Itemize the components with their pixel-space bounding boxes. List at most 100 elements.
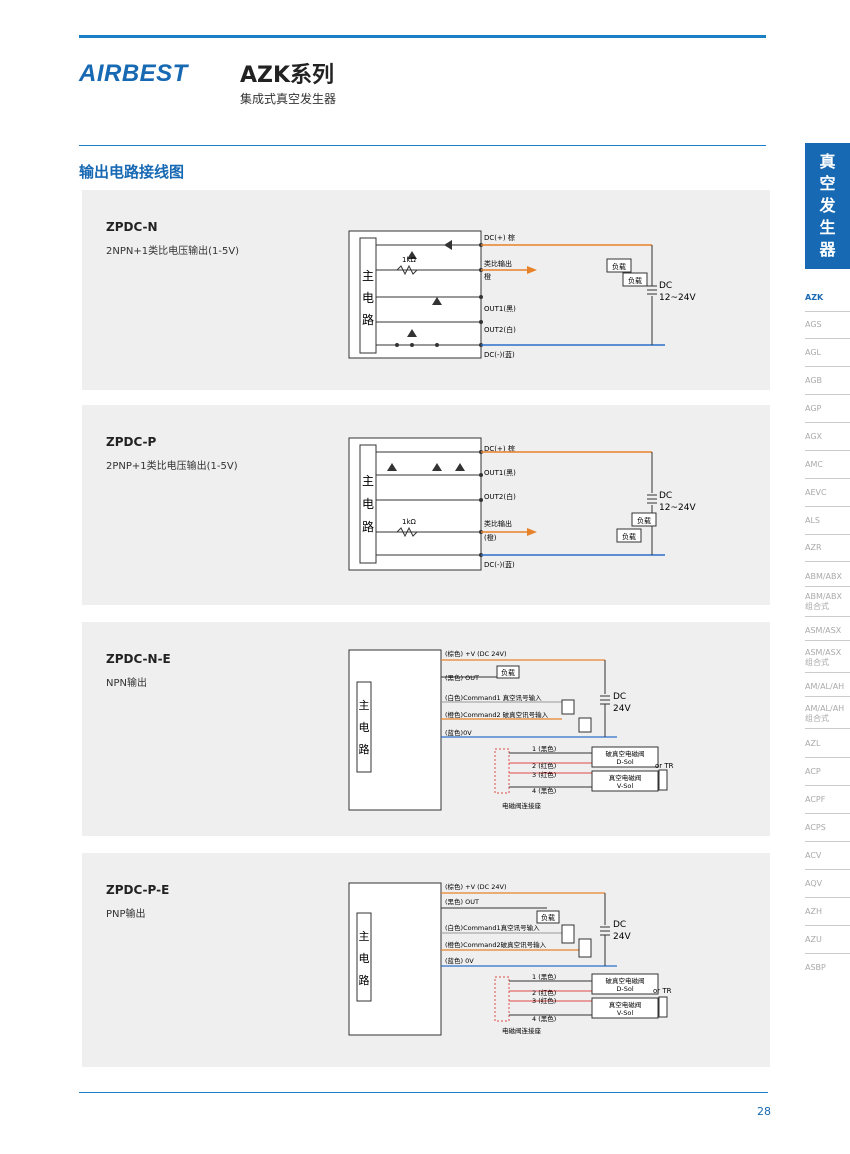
svg-text:主: 主 xyxy=(359,699,370,712)
svg-text:3 (红色): 3 (红色) xyxy=(532,996,556,1005)
sidebar-item-agb[interactable]: AGB xyxy=(805,376,850,395)
svg-text:类比输出: 类比输出 xyxy=(484,259,512,268)
svg-text:负载: 负载 xyxy=(628,276,642,285)
svg-text:D-Sol: D-Sol xyxy=(616,985,633,993)
svg-text:真空电磁阀: 真空电磁阀 xyxy=(609,1000,642,1009)
sidebar-item-acpf[interactable]: ACPF xyxy=(805,795,850,814)
sidebar-item-acps[interactable]: ACPS xyxy=(805,823,850,842)
svg-text:主: 主 xyxy=(362,474,374,488)
tab-char: 发 xyxy=(819,196,836,215)
svg-text:真空电磁阀: 真空电磁阀 xyxy=(609,773,642,782)
sidebar-item-acv[interactable]: ACV xyxy=(805,851,850,870)
svg-text:电: 电 xyxy=(362,291,374,305)
svg-text:24V: 24V xyxy=(613,932,631,942)
panel-zpdc-n-e: ZPDC-N-E NPN输出 主 电 路 负载 (棕色) +V (DC 24V)… xyxy=(82,622,770,836)
sidebar-item-abm[interactable]: ABM/ABX xyxy=(805,572,850,587)
category-tab[interactable]: 真 空 发 生 器 xyxy=(805,143,850,269)
svg-text:3 (红色): 3 (红色) xyxy=(532,770,556,779)
item-sub: 组合式 xyxy=(805,602,829,611)
sidebar-item-azu[interactable]: AZU xyxy=(805,935,850,954)
svg-text:DC: DC xyxy=(613,920,626,930)
sidebar-item-asm[interactable]: ASM/ASX xyxy=(805,626,850,641)
model-name: ZPDC-N xyxy=(106,220,158,234)
model-name: ZPDC-P xyxy=(106,435,157,449)
svg-text:负载: 负载 xyxy=(541,913,555,922)
svg-text:(白色)Command1 真空讯号输入: (白色)Command1 真空讯号输入 xyxy=(445,693,542,702)
tab-char: 真 xyxy=(819,152,836,171)
svg-text:(蓝色)0V: (蓝色)0V xyxy=(445,728,472,737)
svg-text:(橙色)Command2破真空讯号输入: (橙色)Command2破真空讯号输入 xyxy=(445,940,547,949)
svg-text:(黑色) OUT: (黑色) OUT xyxy=(445,897,479,906)
svg-text:DC(-)(蓝): DC(-)(蓝) xyxy=(484,350,515,359)
svg-text:路: 路 xyxy=(359,743,370,756)
section-title: 输出电路接线图 xyxy=(79,163,185,181)
svg-text:DC: DC xyxy=(659,491,672,501)
sidebar-item-agl[interactable]: AGL xyxy=(805,348,850,367)
item-sub: 组合式 xyxy=(805,658,829,667)
svg-text:1kΩ: 1kΩ xyxy=(402,518,417,526)
svg-text:(棕色) +V (DC 24V): (棕色) +V (DC 24V) xyxy=(445,649,507,658)
sidebar-item-azr[interactable]: AZR xyxy=(805,543,850,562)
svg-text:橙: 橙 xyxy=(484,272,491,281)
svg-text:DC: DC xyxy=(613,692,626,702)
svg-text:2 (红色): 2 (红色) xyxy=(532,988,556,997)
sidebar-item-amc[interactable]: AMC xyxy=(805,460,850,479)
sidebar-item-azk[interactable]: AZK xyxy=(805,293,850,312)
svg-text:2 (红色): 2 (红色) xyxy=(532,761,556,770)
sidebar-item-azh[interactable]: AZH xyxy=(805,907,850,926)
item-label: AM/AL/AH xyxy=(805,704,845,713)
svg-text:or TR: or TR xyxy=(655,762,674,770)
sidebar-item-acp[interactable]: ACP xyxy=(805,767,850,786)
model-desc: 2NPN+1类比电压输出(1-5V) xyxy=(106,246,240,257)
sidebar-item-am[interactable]: AM/AL/AH xyxy=(805,682,850,697)
item-label: ABM/ABX xyxy=(805,592,842,601)
page-number: 28 xyxy=(757,1105,771,1118)
svg-text:电磁阀连接座: 电磁阀连接座 xyxy=(502,1026,542,1035)
svg-text:电: 电 xyxy=(359,721,370,734)
svg-text:负载: 负载 xyxy=(612,262,626,271)
svg-text:V-Sol: V-Sol xyxy=(617,1009,634,1017)
model-name: ZPDC-P-E xyxy=(106,883,170,897)
wiring-diagram: 主 电 路 1kΩ DC(+) 棕 类比输出 橙 OUT1(黑) OUT2(白)… xyxy=(348,230,696,359)
svg-text:负载: 负载 xyxy=(501,668,515,677)
svg-text:负载: 负载 xyxy=(637,516,651,525)
sidebar-item-ags[interactable]: AGS xyxy=(805,320,850,339)
svg-text:1 (黑色): 1 (黑色) xyxy=(532,972,556,981)
svg-text:电磁阀连接座: 电磁阀连接座 xyxy=(502,801,542,810)
svg-text:路: 路 xyxy=(362,519,374,534)
svg-text:DC(-)(蓝): DC(-)(蓝) xyxy=(484,560,515,569)
item-label: ASM/ASX xyxy=(805,648,842,657)
svg-text:DC(+) 棕: DC(+) 棕 xyxy=(484,444,515,453)
svg-text:电: 电 xyxy=(359,952,370,965)
svg-text:OUT2(白): OUT2(白) xyxy=(484,325,516,334)
model-name: ZPDC-N-E xyxy=(106,652,171,666)
svg-text:(橙色)Command2 破真空讯号输入: (橙色)Command2 破真空讯号输入 xyxy=(445,710,549,719)
svg-text:DC(+) 棕: DC(+) 棕 xyxy=(484,233,515,242)
tab-char: 器 xyxy=(819,240,836,259)
svg-text:DC: DC xyxy=(659,281,672,291)
sidebar-item-aqv[interactable]: AQV xyxy=(805,879,850,898)
svg-text:1kΩ: 1kΩ xyxy=(402,256,417,264)
sidebar-item-agx[interactable]: AGX xyxy=(805,432,850,451)
sidebar-item-aevc[interactable]: AEVC xyxy=(805,488,850,507)
sidebar-item-agp[interactable]: AGP xyxy=(805,404,850,423)
svg-text:主: 主 xyxy=(362,269,374,283)
panel-zpdc-n: ZPDC-N 2NPN+1类比电压输出(1-5V) 主 电 路 1kΩ DC(+… xyxy=(82,190,770,390)
svg-text:V-Sol: V-Sol xyxy=(617,782,634,790)
model-desc: NPN输出 xyxy=(106,678,147,689)
brand-logo: AIRBEST xyxy=(79,60,188,87)
svg-text:(橙): (橙) xyxy=(484,533,497,542)
wiring-diagram: 主 电 路 1kΩ DC(+) 棕 OUT1(黑) OUT2(白) 类比输出 (… xyxy=(348,437,696,571)
sidebar-item-azl[interactable]: AZL xyxy=(805,739,850,758)
sidebar-item-als[interactable]: ALS xyxy=(805,516,850,535)
svg-text:D-Sol: D-Sol xyxy=(616,758,633,766)
svg-text:类比输出: 类比输出 xyxy=(484,519,512,528)
svg-text:12~24V: 12~24V xyxy=(659,503,696,513)
sidebar-item-asbp[interactable]: ASBP xyxy=(805,963,826,972)
svg-text:破真空电磁阀: 破真空电磁阀 xyxy=(606,749,645,758)
wiring-diagram: 主 电 路 负载 (棕色) +V (DC 24V) (黑色) OUT (白色)C… xyxy=(348,882,672,1036)
model-desc: 2PNP+1类比电压输出(1-5V) xyxy=(106,461,238,472)
